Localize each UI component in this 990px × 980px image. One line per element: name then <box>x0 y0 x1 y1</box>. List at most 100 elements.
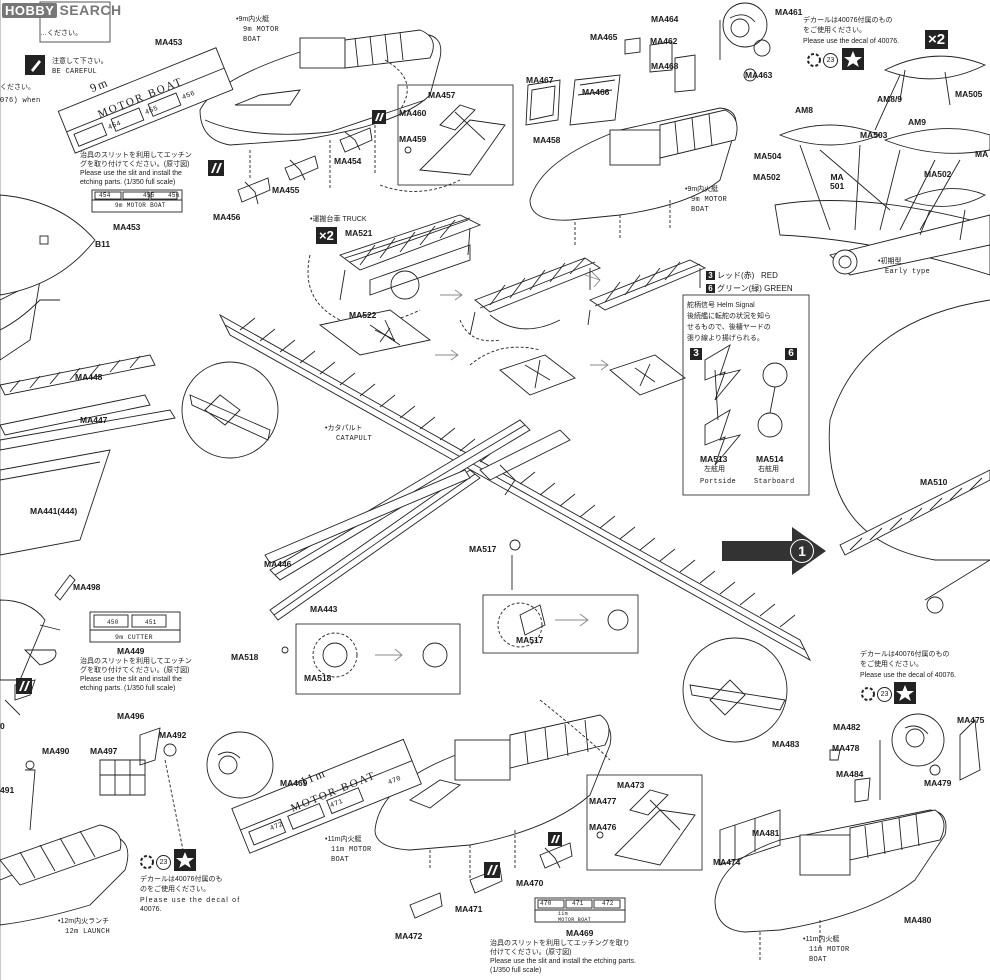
lifebuoy-icon <box>807 53 821 67</box>
helm-color-3: 3 <box>690 348 702 360</box>
helm-1: 舵柄信号 Helm Signal <box>687 302 755 309</box>
decal-jp: デカールは40076付属のもの <box>803 17 893 24</box>
cutter-num-1: 451 <box>145 619 157 626</box>
part-ma483: MA483 <box>772 739 800 749</box>
part-ma503: MA503 <box>860 130 888 140</box>
decal-left-jp: デカールは40076付属のも <box>140 876 223 883</box>
part-ma513: MA513 <box>700 454 728 464</box>
part-ma459: MA459 <box>399 134 427 144</box>
starboard-en: Starboard <box>754 478 795 486</box>
part-ma472: MA472 <box>395 931 423 941</box>
part-ma464: MA464 <box>651 14 679 24</box>
catapult-jp: •カタパルト <box>325 425 363 432</box>
etch-part-icon <box>372 110 386 124</box>
part-ma518-b: MA518 <box>304 673 332 683</box>
motor-boat-9m-mid <box>529 107 738 245</box>
step-number: 1 <box>790 539 814 563</box>
helm-3: せるもので、後檣ヤードの <box>687 324 771 331</box>
left-edge-label: 0 <box>0 721 5 731</box>
portside-en: Portside <box>700 478 737 486</box>
part-ma470: MA470 <box>516 878 544 888</box>
part-ma498: MA498 <box>73 582 101 592</box>
etch-brackets-9m <box>237 127 373 205</box>
part-am9: AM9 <box>908 117 926 127</box>
part-ma468: MA468 <box>651 61 679 71</box>
portside-jp: 左舷用 <box>704 466 725 473</box>
decal-left-jp2: のをご使用ください。 <box>140 886 210 893</box>
slit-mid-jp-1: 治具のスリットを利用してエッチン <box>80 658 192 665</box>
jig-9m-num-2: 456 <box>168 192 180 199</box>
decal-right-en: Please use the decal of 40076. <box>860 672 957 679</box>
early-jp: •初期型 <box>878 258 902 265</box>
slit-mid-en-1: Please use the slit and install the <box>80 676 182 683</box>
boat11-right-en: 11m MOTOR <box>809 946 850 954</box>
truck-frame-1 <box>339 214 482 301</box>
boat9-mid-jp: •9m内火艇 <box>685 186 719 193</box>
truck-frame-2 <box>469 257 601 336</box>
helm-4: 張り線より揚げられる。 <box>687 335 764 342</box>
boat11-jp: •11m内火艇 <box>325 836 362 843</box>
part-ma474: MA474 <box>713 857 741 867</box>
truck-jp: •運搬台車 TRUCK <box>310 216 367 223</box>
decal-right-jp2: をご使用ください。 <box>860 661 923 668</box>
motor-boat-11m-right <box>714 809 947 960</box>
boat9-top-en: 9m MOTOR <box>243 26 280 34</box>
logo-prefix: HOBBY <box>2 3 58 18</box>
part-ma457: MA457 <box>428 90 456 100</box>
launch-jp: •12m内火ランチ <box>58 918 110 925</box>
slit-bot-en-2: (1/350 full scale) <box>490 967 542 974</box>
part-ma476: MA476 <box>589 822 617 832</box>
early-en: Early type <box>885 268 931 276</box>
boat9-mid-en2: BOAT <box>691 206 710 214</box>
part-ma497: MA497 <box>90 746 118 756</box>
jig-11m-num-2: 472 <box>602 900 614 907</box>
part-ma518-a: MA518 <box>231 652 259 662</box>
warning-en: BE CAREFUL <box>52 68 98 76</box>
slit-bot-en-1: Please use the slit and install the etch… <box>490 958 636 965</box>
color-green-jp: グリーン(緑) GREEN <box>717 284 793 293</box>
decal-jp2: をご使用ください。 <box>803 27 866 34</box>
part-ma514: MA514 <box>756 454 784 464</box>
part-ma455: MA455 <box>272 185 300 195</box>
decal-number: 23 <box>159 859 168 866</box>
motor-boat-11m-center <box>374 714 612 880</box>
part-ma484: MA484 <box>836 769 864 779</box>
part-ma491: 491 <box>0 785 15 795</box>
slit-en-1: Please use the slit and install the <box>80 170 182 177</box>
jig-11m-num-0: 470 <box>540 900 552 907</box>
jig-11m-num-1: 471 <box>572 900 584 907</box>
part-ma456: MA456 <box>213 212 241 222</box>
cutter-text: 9m CUTTER <box>115 634 153 641</box>
helm-color-6: 6 <box>785 348 797 360</box>
star-icon <box>894 682 916 704</box>
jig-11m-large <box>231 738 422 854</box>
part-ma480: MA480 <box>904 915 932 925</box>
part-ma443: MA443 <box>310 604 338 614</box>
part-ma492: MA492 <box>159 730 187 740</box>
decal-en: Please use the decal of 40076. <box>803 38 900 45</box>
part-ma501: MA 501 <box>830 172 845 192</box>
top-jp-fragment: …ください。 <box>40 30 82 37</box>
left-en-fragment: 076) when <box>0 97 41 105</box>
part-ma471: MA471 <box>455 904 483 914</box>
part-ma475: MA475 <box>957 715 985 725</box>
helm-2: 後続艦に転舵の状況を知ら <box>687 313 771 320</box>
decal-number-circle: 23 <box>877 687 892 702</box>
part-ma517-a: MA517 <box>469 544 497 554</box>
part-ma521: MA521 <box>345 228 373 238</box>
part-ma481: MA481 <box>752 828 780 838</box>
boat9-mid-en: 9m MOTOR <box>691 196 728 204</box>
part-ma477: MA477 <box>589 796 617 806</box>
jig-9m-text: 9m MOTOR BOAT <box>115 202 166 209</box>
boat9-top-jp: •9m内火艇 <box>236 16 270 23</box>
part-ma482: MA482 <box>833 722 861 732</box>
launch-12m <box>0 824 129 926</box>
part-ma458: MA458 <box>533 135 561 145</box>
jig-9m-small <box>91 189 183 213</box>
launch-en: 12m LAUNCH <box>65 928 111 936</box>
catapult-cross-rail <box>269 419 571 621</box>
